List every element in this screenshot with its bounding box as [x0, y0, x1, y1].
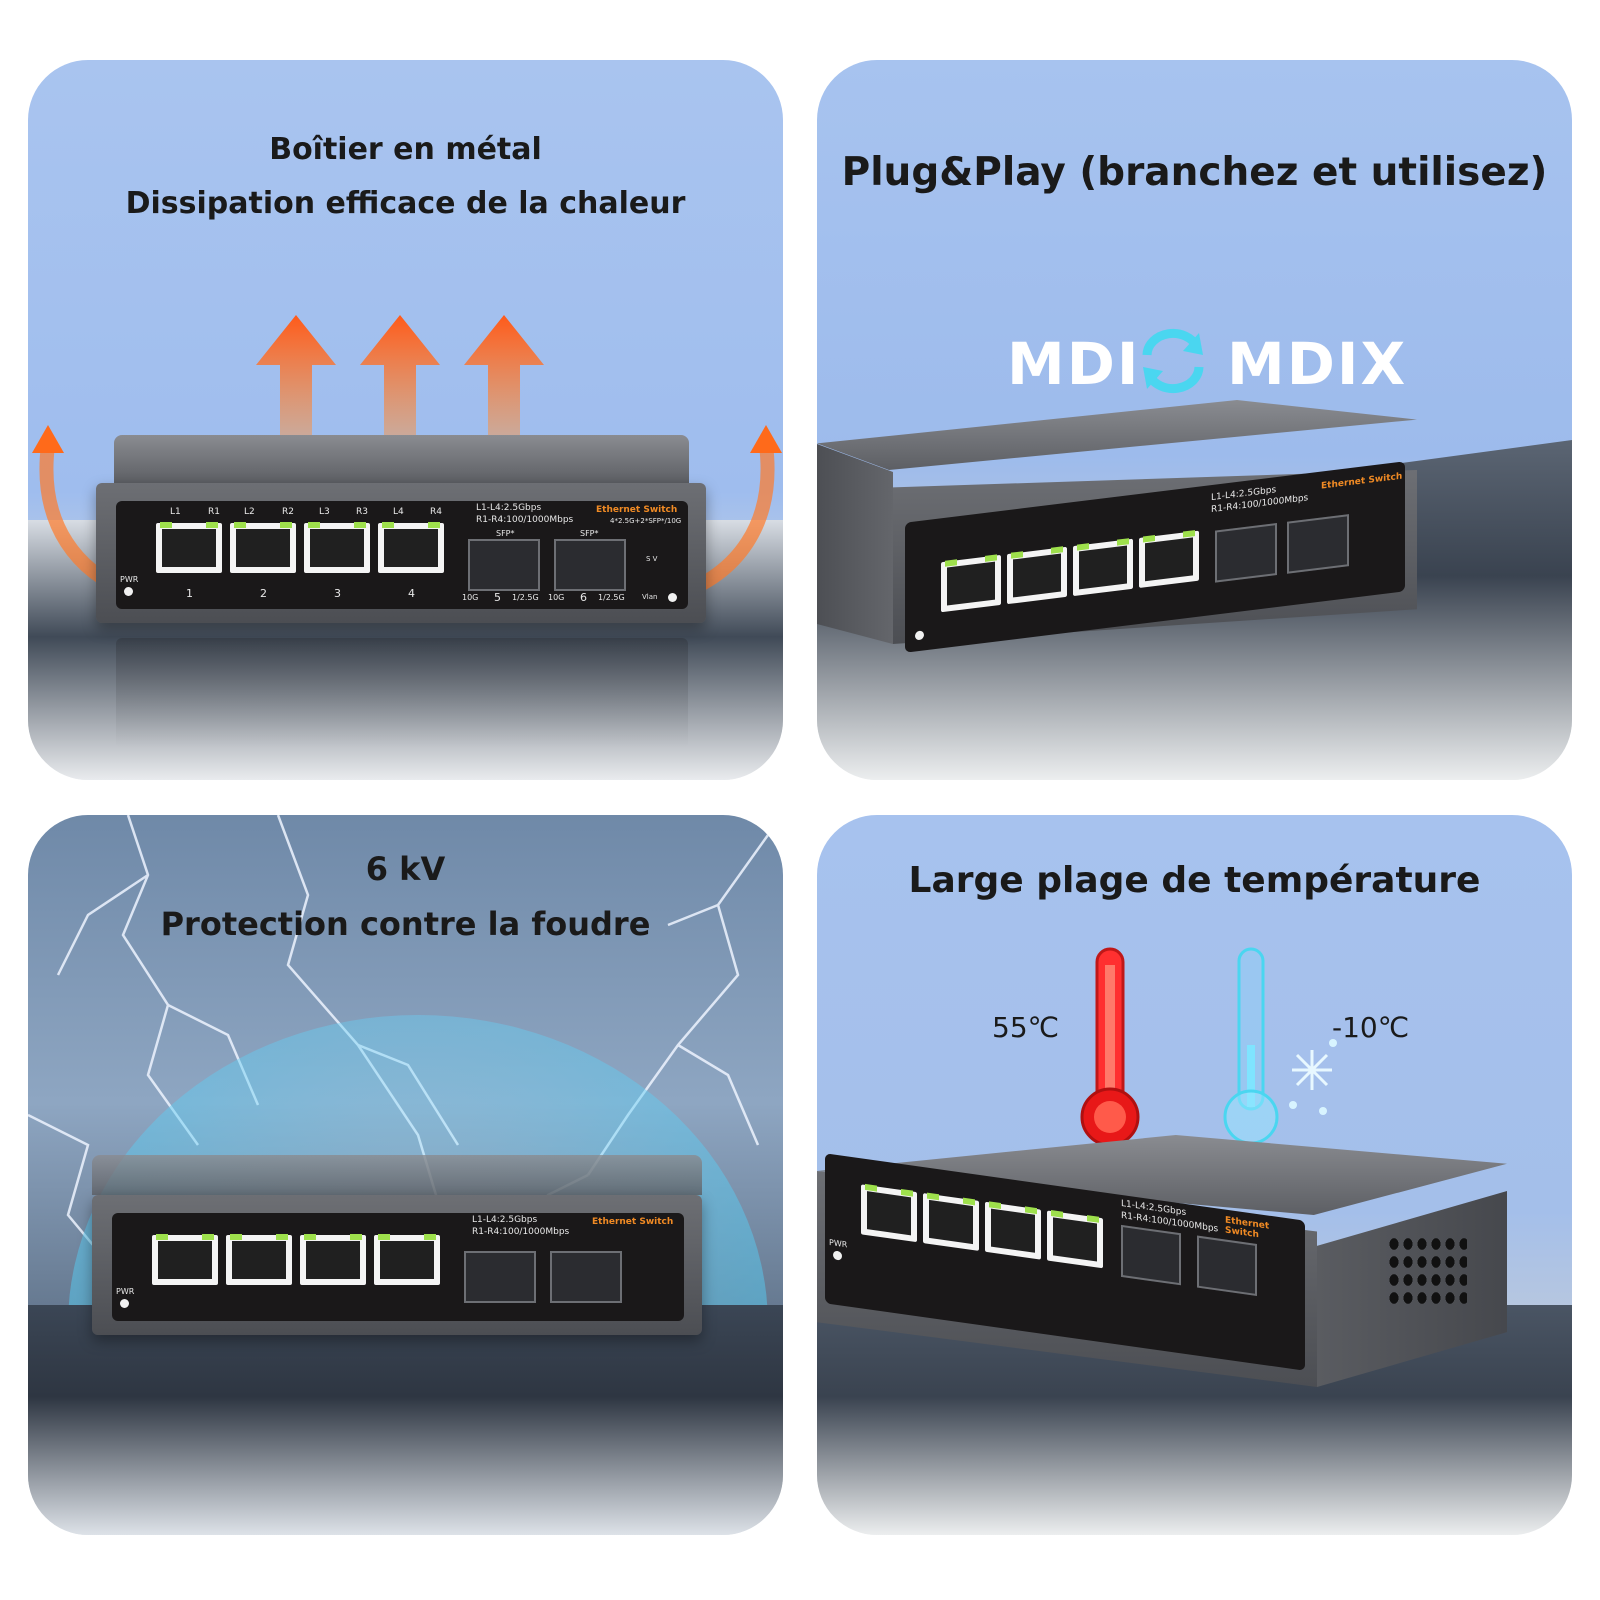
temperature-range-panel: Large plage de température 55℃ -10℃	[817, 815, 1572, 1535]
legend-1: L1-L4:2.5Gbps	[472, 1215, 538, 1225]
ethernet-switch: Ethernet Switch L1-L4:2.5Gbps R1-R4:100/…	[817, 400, 1417, 670]
port-label: L4	[393, 507, 404, 517]
sfp-port-6[interactable]	[550, 1251, 622, 1303]
pwr-led	[833, 1250, 842, 1261]
speed-label: 1/2.5G	[512, 593, 539, 602]
rj45-port-3[interactable]	[304, 522, 370, 573]
heat-dissipation-panel: Boîtier en métal Dissipation efficace de…	[28, 60, 783, 780]
sfp-port-5[interactable]	[468, 539, 540, 591]
switch-front-panel: L1 R1 L2 R2 L3 R3 L4 R4 1 2 3 4 PWR L1-L…	[116, 501, 688, 609]
sfp-port-6[interactable]	[1197, 1235, 1257, 1296]
port-label: R3	[356, 507, 368, 517]
rj45-port-4[interactable]	[1047, 1210, 1103, 1269]
hot-thermometer-icon	[1080, 947, 1140, 1147]
port-label: R2	[282, 507, 294, 517]
sv-label: S V	[646, 555, 658, 563]
mdi-label: MDI	[1007, 330, 1141, 398]
legend-1: L1-L4:2.5Gbps	[476, 503, 542, 513]
port-number: 1	[186, 587, 193, 600]
pwr-label: PWR	[829, 1237, 848, 1250]
panel3-title-line1: 6 kV	[365, 850, 446, 888]
port-number: 3	[334, 587, 341, 600]
sfp-label: SFP*	[580, 529, 599, 538]
rj45-port-3[interactable]	[1073, 538, 1133, 597]
heat-arrows-icon	[256, 315, 544, 515]
spec-label: 4*2.5G+2*SFP*/10G	[610, 517, 682, 525]
sfp-number: 6	[580, 591, 587, 604]
mdix-label: MDIX	[1227, 330, 1408, 398]
panel2-title: Plug&Play (branchez et utilisez)	[841, 150, 1548, 195]
rj45-port-1[interactable]	[861, 1183, 917, 1243]
port-number: 4	[408, 587, 415, 600]
rj45-port-2[interactable]	[1007, 546, 1067, 605]
speed-label: 10G	[548, 593, 565, 602]
pwr-led	[915, 630, 924, 641]
pwr-label: PWR	[116, 1287, 135, 1296]
rj45-port-1[interactable]	[941, 554, 1001, 613]
rj45-port-4[interactable]	[374, 1234, 440, 1285]
rj45-port-4[interactable]	[1139, 530, 1199, 588]
sfp-port-5[interactable]	[1121, 1224, 1181, 1286]
temp-low-label: -10℃	[1332, 1011, 1410, 1044]
brand-label: Ethernet Switch	[1321, 471, 1403, 492]
rj45-port-4[interactable]	[378, 522, 444, 573]
ethernet-switch: L1 R1 L2 R2 L3 R3 L4 R4 1 2 3 4 PWR L1-L…	[96, 435, 706, 630]
brand-label: Ethernet Switch	[592, 1217, 674, 1227]
pwr-label: PWR	[120, 575, 139, 584]
pwr-led	[120, 1299, 129, 1308]
speed-label: 1/2.5G	[598, 593, 625, 602]
sfp-port-5[interactable]	[464, 1251, 536, 1303]
sfp-number: 5	[494, 591, 501, 604]
rj45-port-1[interactable]	[156, 522, 222, 573]
panel1-title-line1: Boîtier en métal	[269, 132, 542, 167]
floor-reflection	[28, 1305, 783, 1535]
vlan-led	[668, 593, 677, 602]
pwr-led	[124, 587, 133, 596]
panel4-title: Large plage de température	[908, 860, 1481, 901]
sync-icon	[1142, 328, 1204, 394]
port-label: L1	[170, 507, 181, 517]
sfp-port-5[interactable]	[1215, 523, 1277, 583]
brand-label: Ethernet Switch	[596, 505, 678, 515]
rj45-port-1[interactable]	[152, 1234, 218, 1285]
cold-thermometer-icon	[1223, 947, 1337, 1145]
legend-2: R1-R4:100/1000Mbps	[472, 1227, 570, 1237]
panel1-title-line2: Dissipation efficace de la chaleur	[125, 186, 686, 221]
rj45-port-3[interactable]	[300, 1234, 366, 1285]
port-label: L3	[319, 507, 330, 517]
rj45-port-2[interactable]	[230, 522, 296, 573]
temp-high-label: 55℃	[992, 1011, 1060, 1044]
rj45-port-2[interactable]	[923, 1192, 979, 1251]
legend-2: R1-R4:100/1000Mbps	[476, 515, 574, 525]
rj45-port-2[interactable]	[226, 1234, 292, 1285]
switch-front-panel: Ethernet Switch L1-L4:2.5Gbps R1-R4:100/…	[112, 1213, 684, 1321]
vent-holes	[1387, 1235, 1467, 1305]
port-label: R4	[430, 507, 442, 517]
ethernet-switch: Ethernet Switch L1-L4:2.5Gbps R1-R4:100/…	[92, 1155, 702, 1340]
plug-and-play-panel: Plug&Play (branchez et utilisez) MDI MDI…	[817, 60, 1572, 780]
port-label: L2	[244, 507, 255, 517]
speed-label: 10G	[462, 593, 479, 602]
port-label: R1	[208, 507, 220, 517]
rj45-port-3[interactable]	[985, 1201, 1041, 1260]
switch-reflection	[116, 638, 688, 748]
sfp-label: SFP*	[496, 529, 515, 538]
sfp-port-6[interactable]	[554, 539, 626, 591]
lightning-protection-panel: 6 kV Protection contre la foudre Etherne…	[28, 815, 783, 1535]
sfp-port-6[interactable]	[1287, 514, 1349, 574]
ethernet-switch: Ethernet Switch L1-L4:2.5Gbps R1-R4:100/…	[817, 1135, 1507, 1405]
port-number: 2	[260, 587, 267, 600]
vlan-label: Vlan	[642, 593, 658, 601]
panel3-title-line2: Protection contre la foudre	[160, 905, 651, 943]
